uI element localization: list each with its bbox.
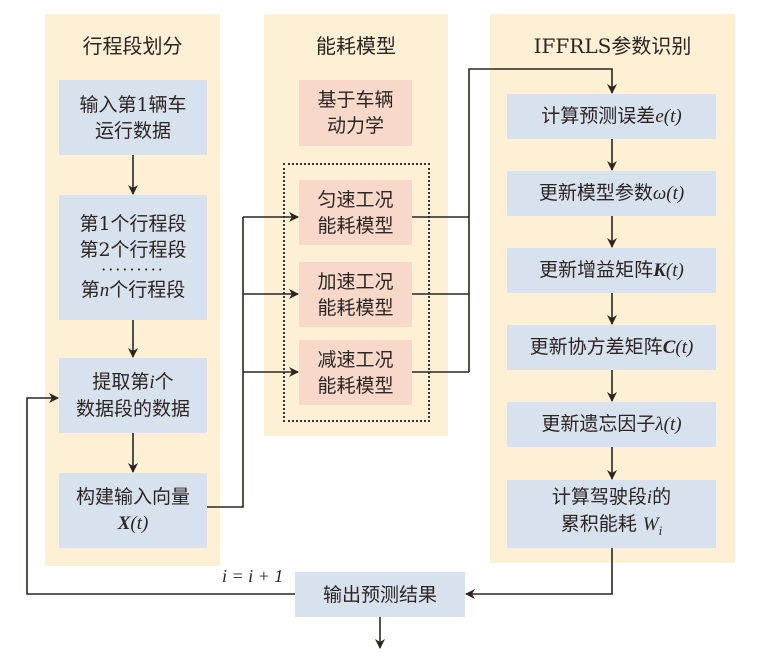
step-4-label: 更新协方差矩阵C(t) (530, 334, 694, 361)
extract-line2: 数据段的数据 (75, 398, 190, 420)
build-var: X (117, 513, 131, 534)
panel-title-trip-segmentation: 行程段划分 (82, 34, 183, 58)
box-input-line2: 运行数据 (94, 119, 171, 142)
box-vehicle-dynamics: 基于车辆 动力学 (299, 80, 412, 146)
step-2-text: 更新模型参数 (538, 182, 653, 204)
step-3-var: K (653, 260, 666, 281)
step-3-label: 更新增益矩阵K(t) (539, 257, 684, 284)
models-group-dotted-border (283, 163, 430, 422)
box-input-vehicle-data: 输入第1辆车 运行数据 (59, 80, 207, 155)
step-1-arg: (t) (663, 106, 682, 127)
model-2-line1: 加速工况 (317, 270, 394, 293)
final-var-i: i (646, 487, 653, 509)
step-5-text: 更新遗忘因子 (541, 413, 656, 435)
box-cumulative-energy: 计算驾驶段i的 累积能耗 Wi (507, 480, 716, 548)
model-1-line2: 能耗模型 (317, 214, 394, 237)
step-5-label: 更新遗忘因子λ(t) (541, 411, 681, 438)
segment-2: 第2个行程段 (79, 239, 187, 261)
extract-suffix: 个 (154, 371, 174, 393)
step-1-label: 计算预测误差e(t) (541, 103, 681, 130)
build-arg: (t) (130, 513, 149, 534)
build-line1: 构建输入向量 (75, 486, 190, 508)
final-var-w: W (642, 514, 659, 536)
step-1-var: e (655, 106, 664, 127)
box-deceleration-model: 减速工况 能耗模型 (299, 340, 412, 405)
box-update-model-params: 更新模型参数ω(t) (507, 171, 716, 216)
box-update-gain-matrix: 更新增益矩阵K(t) (507, 248, 716, 293)
final-var-w-sub: i (658, 522, 663, 538)
final-suffix: 的 (652, 486, 672, 509)
segment-n-prefix: 第 (80, 279, 100, 301)
model-1-line1: 匀速工况 (317, 188, 394, 211)
box-update-covariance-matrix: 更新协方差矩阵C(t) (507, 325, 716, 370)
final-line2-prefix: 累积能耗 (560, 513, 637, 536)
step-3-text: 更新增益矩阵 (539, 259, 654, 281)
step-3-arg: (t) (665, 260, 684, 281)
box-update-forgetting-factor: 更新遗忘因子λ(t) (507, 402, 716, 447)
segment-n-suffix: 个行程段 (109, 279, 186, 301)
segment-n-var: n (99, 280, 110, 301)
extract-line1: 提取第i个 (92, 369, 173, 396)
step-4-text: 更新协方差矩阵 (529, 336, 663, 358)
output-label: 输出预测结果 (322, 583, 437, 606)
segment-ellipsis: ········· (101, 260, 165, 279)
box-compute-prediction-error: 计算预测误差e(t) (507, 94, 716, 139)
dynamics-line1: 基于车辆 (317, 89, 394, 111)
build-line2: X(t) (118, 510, 149, 537)
step-4-arg: (t) (675, 337, 694, 358)
box-build-input-vector: 构建输入向量 X(t) (59, 473, 207, 548)
step-4-var: C (662, 337, 676, 358)
final-line2: 累积能耗 Wi (561, 511, 663, 544)
model-3-line2: 能耗模型 (317, 374, 394, 397)
step-2-arg: (t) (666, 183, 685, 204)
step-2-label: 更新模型参数ω(t) (539, 180, 684, 207)
model-3-line1: 减速工况 (317, 348, 394, 371)
box-extract-segment-data: 提取第i个 数据段的数据 (59, 358, 207, 433)
panel-title-energy-model: 能耗模型 (316, 34, 396, 58)
extract-var: i (149, 372, 155, 393)
panel-title-iffrls: IFFRLS参数识别 (533, 34, 692, 58)
segment-n: 第n个行程段 (81, 277, 186, 304)
box-input-line1: 输入第1辆车 (79, 93, 187, 116)
step-5-arg: (t) (663, 414, 682, 435)
final-line1: 计算驾驶段i的 (552, 484, 671, 511)
dynamics-line2: 动力学 (326, 115, 384, 137)
final-prefix: 计算驾驶段 (551, 486, 647, 509)
extract-prefix: 提取第 (92, 371, 150, 393)
step-2-var: ω (652, 183, 667, 204)
model-2-line2: 能耗模型 (317, 296, 394, 319)
box-trip-segments: 第1个行程段 第2个行程段 ········· 第n个行程段 (59, 195, 207, 320)
step-1-text: 计算预测误差 (541, 105, 656, 127)
box-output-prediction: 输出预测结果 (295, 572, 465, 617)
step-5-var: λ (655, 414, 664, 435)
loop-increment-label: i = i + 1 (222, 566, 284, 586)
segment-1: 第1个行程段 (79, 213, 187, 235)
box-acceleration-model: 加速工况 能耗模型 (299, 262, 412, 327)
box-constant-speed-model: 匀速工况 能耗模型 (299, 180, 412, 245)
